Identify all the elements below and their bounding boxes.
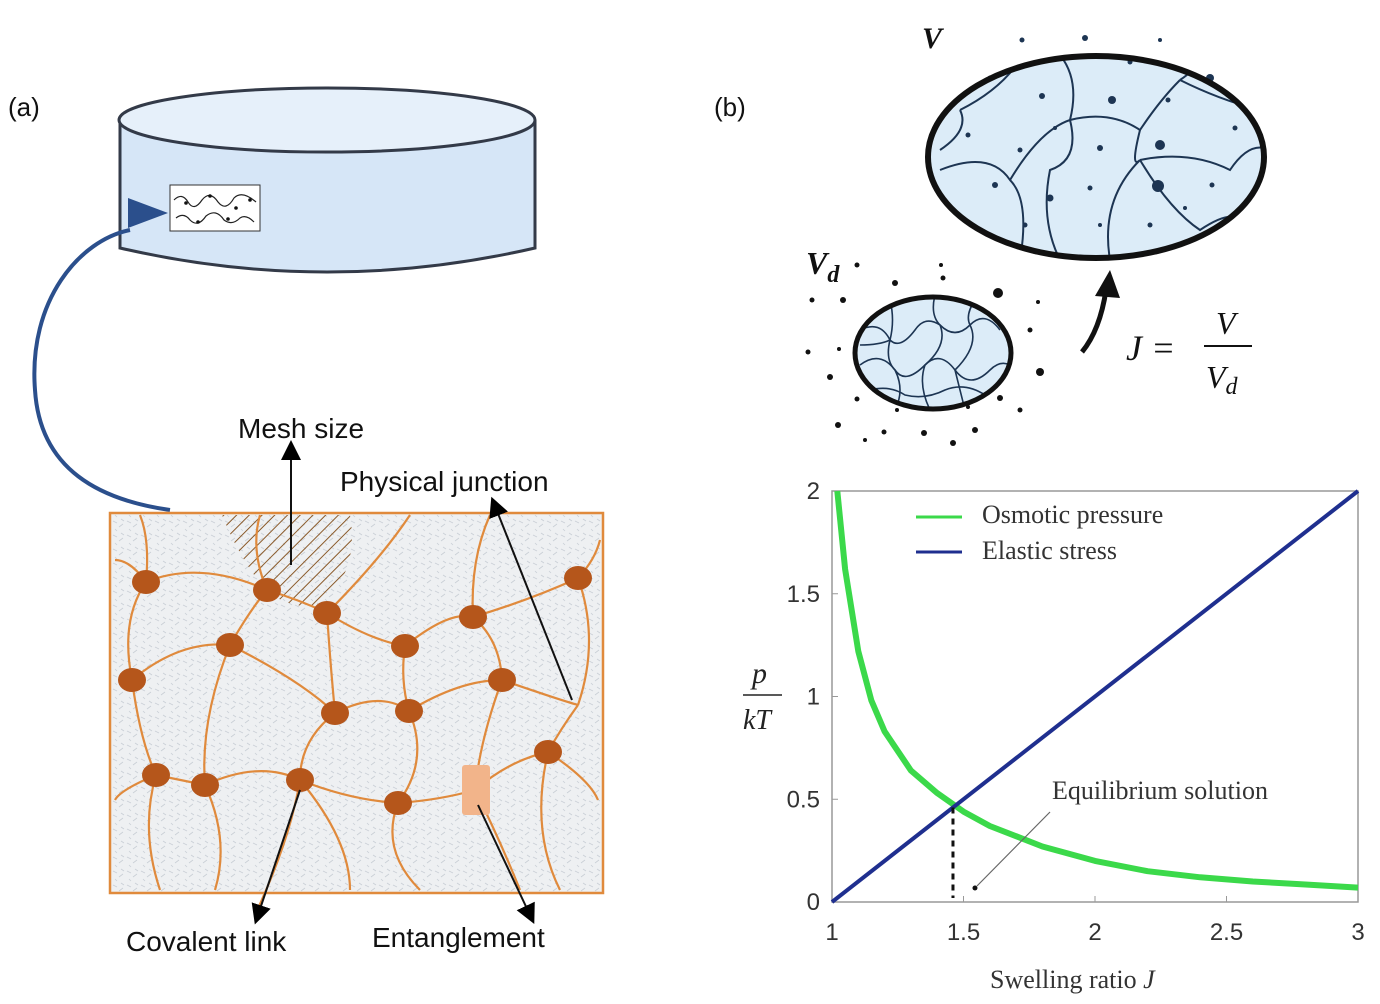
entanglement-block — [462, 765, 490, 815]
y-tick-label: 0.5 — [787, 786, 820, 813]
dry-gel-ellipse — [852, 294, 1014, 412]
physical-junction-label: Physical junction — [340, 466, 549, 497]
annotation-leader — [976, 811, 1051, 887]
x-tick-label: 1 — [825, 919, 838, 946]
elastic-stress-line — [830, 489, 1360, 904]
legend-label-osmotic: Osmotic pressure — [982, 500, 1163, 529]
osmotic-pressure-line — [834, 490, 1359, 891]
y-axis-label-top: p — [750, 657, 767, 690]
annotation-dot — [972, 885, 978, 891]
equation-numerator: V — [1216, 305, 1239, 341]
dry-volume-label: Vd — [806, 245, 840, 288]
equation-lhs: J = — [1126, 328, 1175, 368]
covalent-link-label: Covalent link — [126, 926, 287, 957]
legend-label-elastic: Elastic stress — [982, 536, 1117, 565]
panel-a-callouts — [251, 440, 573, 925]
zoom-curve-arrow — [32, 228, 171, 512]
x-axis-label: Swelling ratio J — [990, 965, 1156, 994]
panel-a-label: (a) — [8, 92, 40, 122]
x-tick-label: 1.5 — [947, 919, 980, 946]
mesh-size-label: Mesh size — [238, 413, 364, 444]
y-tick-label: 2 — [807, 478, 820, 505]
zoom-triangle-marker — [128, 198, 168, 228]
swelling-arrow — [1080, 289, 1109, 354]
solvent-molecules — [805, 262, 1044, 446]
mesh-size-region — [222, 515, 352, 606]
swollen-gel-ellipse — [925, 35, 1267, 261]
x-tick-label: 3 — [1351, 919, 1364, 946]
annotation-text: Equilibrium solution — [1052, 776, 1268, 805]
hydrogel-cylinder — [117, 86, 537, 274]
y-tick-label: 0 — [807, 889, 820, 916]
y-axis-label-bottom: kT — [743, 705, 773, 736]
chart-legend: Osmotic pressure Elastic stress — [916, 500, 1163, 565]
x-tick-label: 2 — [1088, 919, 1101, 946]
panel-b-label: (b) — [714, 92, 746, 122]
network-zoom-inset — [169, 184, 261, 232]
x-tick-label: 2.5 — [1210, 919, 1243, 946]
y-tick-label: 1.5 — [787, 581, 820, 608]
entanglement-label: Entanglement — [372, 922, 545, 953]
y-tick-label: 1 — [807, 684, 820, 711]
polymer-network-box — [108, 511, 605, 916]
swelling-ratio-equation: J = V Vd — [1126, 305, 1252, 400]
swollen-volume-label: V — [922, 22, 945, 55]
equation-denominator: Vd — [1206, 359, 1239, 400]
